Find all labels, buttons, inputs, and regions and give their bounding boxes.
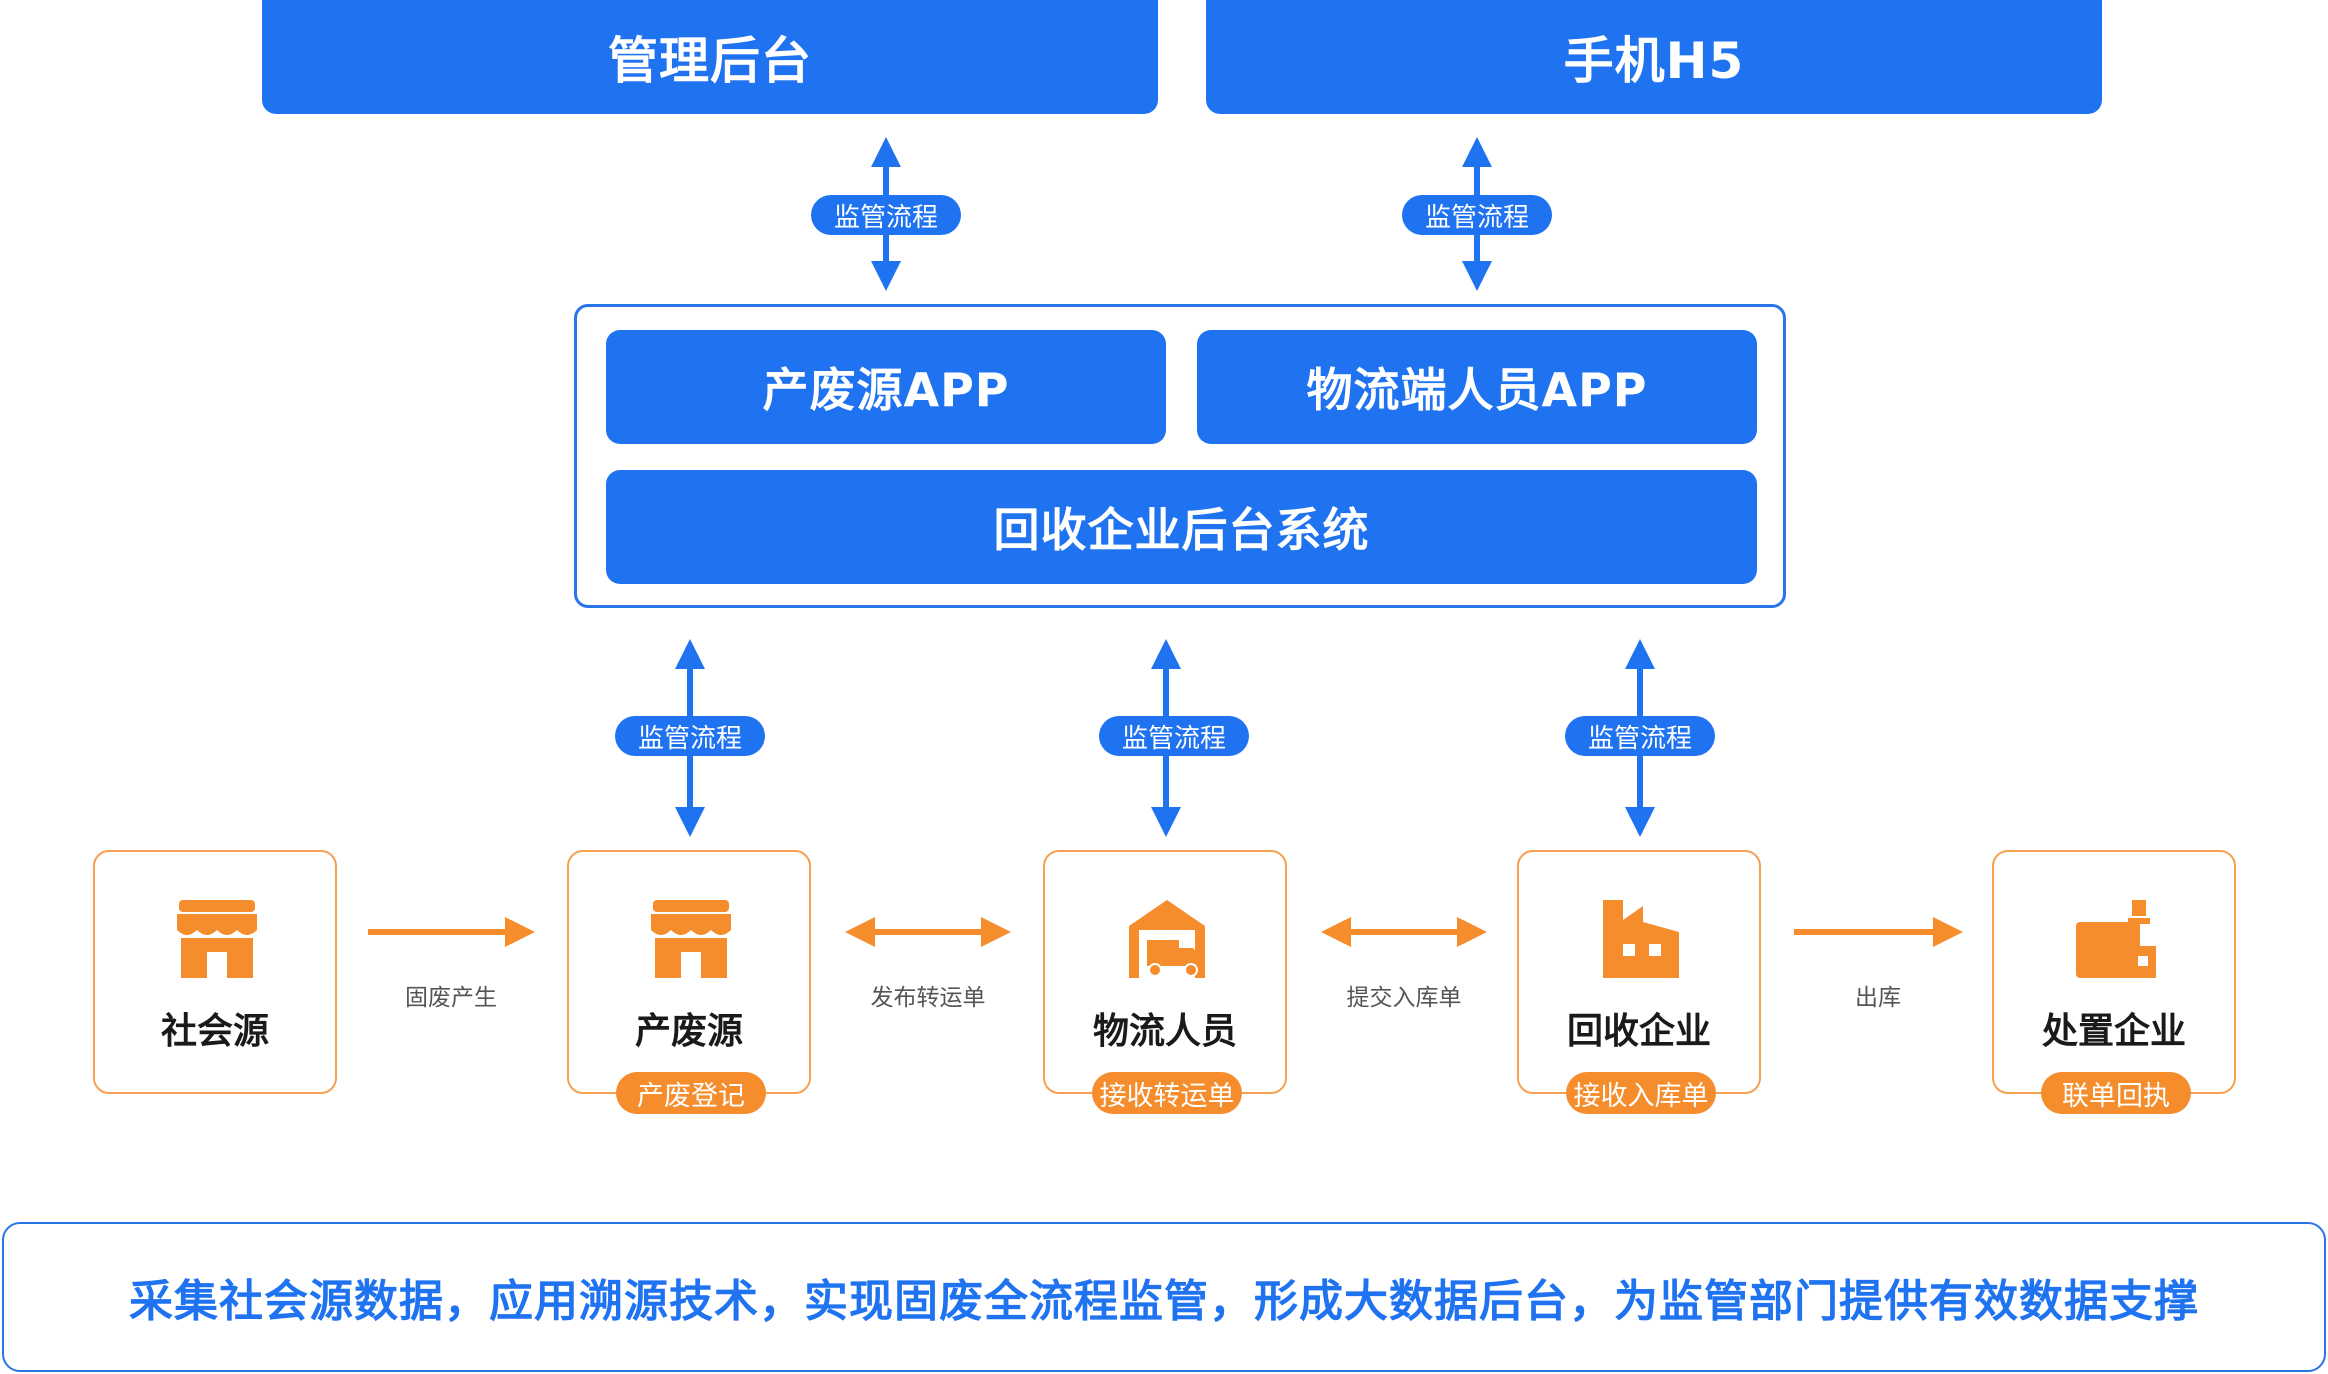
flow-label-submit-warehousing: 提交入库单 (1346, 985, 1462, 1011)
node-tag-receipt[interactable]: 联单回执 (2041, 1072, 2191, 1114)
admin-backend-button[interactable]: 管理后台 (262, 0, 1158, 114)
node-title: 产废源 (634, 1011, 743, 1052)
node-disposal-enterprise: 处置企业 联单回执 (1992, 850, 2236, 1114)
recycling-system-button[interactable]: 回收企业后台系统 (606, 470, 1757, 584)
supervision-label: 监管流程 (1424, 202, 1529, 233)
supervision-pill-admin: 监管流程 (811, 195, 961, 235)
logistics-app-label: 物流端人员APP (1306, 363, 1648, 417)
tag-label: 接收入库单 (1573, 1080, 1709, 1112)
logistics-app-button[interactable]: 物流端人员APP (1197, 330, 1757, 444)
node-logistics-staff: 物流人员 接收转运单 (1043, 850, 1287, 1114)
supervision-pill-recycler: 监管流程 (1565, 716, 1715, 756)
tag-label: 接收转运单 (1099, 1080, 1235, 1112)
node-tag-transfer[interactable]: 接收转运单 (1092, 1072, 1242, 1114)
node-title: 物流人员 (1092, 1011, 1237, 1052)
flow-label-waste-generated: 固废产生 (405, 985, 497, 1011)
node-title: 社会源 (160, 1011, 269, 1052)
supervision-label: 监管流程 (833, 202, 938, 233)
flow-label-publish-transfer: 发布转运单 (870, 985, 986, 1011)
supervision-pill-h5: 监管流程 (1402, 195, 1552, 235)
supervision-pill-logistics: 监管流程 (1099, 716, 1249, 756)
node-tag-warehousing[interactable]: 接收入库单 (1566, 1072, 1716, 1114)
recycling-system-label: 回收企业后台系统 (993, 503, 1370, 557)
mobile-h5-button[interactable]: 手机H5 (1206, 0, 2102, 114)
node-social-source: 社会源 (93, 850, 337, 1094)
node-title: 处置企业 (2041, 1011, 2186, 1052)
source-app-button[interactable]: 产废源APP (606, 330, 1166, 444)
node-waste-source: 产废源 产废登记 (567, 850, 811, 1114)
supervision-label: 监管流程 (1587, 723, 1692, 754)
supervision-pill-source: 监管流程 (615, 716, 765, 756)
node-title: 回收企业 (1566, 1011, 1711, 1052)
truck-icon (1129, 900, 1205, 978)
node-tag-registration[interactable]: 产废登记 (616, 1072, 766, 1114)
source-app-label: 产废源APP (762, 363, 1010, 417)
tag-label: 联单回执 (2062, 1080, 2170, 1112)
shop-icon (177, 900, 257, 978)
admin-backend-label: 管理后台 (608, 32, 812, 90)
supervision-label: 监管流程 (1121, 723, 1226, 754)
supervision-label: 监管流程 (637, 723, 742, 754)
flow-label-outbound: 出库 (1855, 985, 1901, 1011)
plant-icon (2076, 900, 2156, 978)
mobile-h5-label: 手机H5 (1563, 32, 1745, 90)
summary-banner: 采集社会源数据，应用溯源技术，实现固废全流程监管，形成大数据后台，为监管部门提供… (2, 1222, 2326, 1372)
summary-text: 采集社会源数据，应用溯源技术，实现固废全流程监管，形成大数据后台，为监管部门提供… (129, 1276, 2199, 1327)
shop-icon (651, 900, 731, 978)
node-recycling-enterprise: 回收企业 接收入库单 (1517, 850, 1761, 1114)
factory-icon (1603, 900, 1679, 978)
apps-system-container (574, 304, 1786, 608)
tag-label: 产废登记 (637, 1080, 745, 1112)
